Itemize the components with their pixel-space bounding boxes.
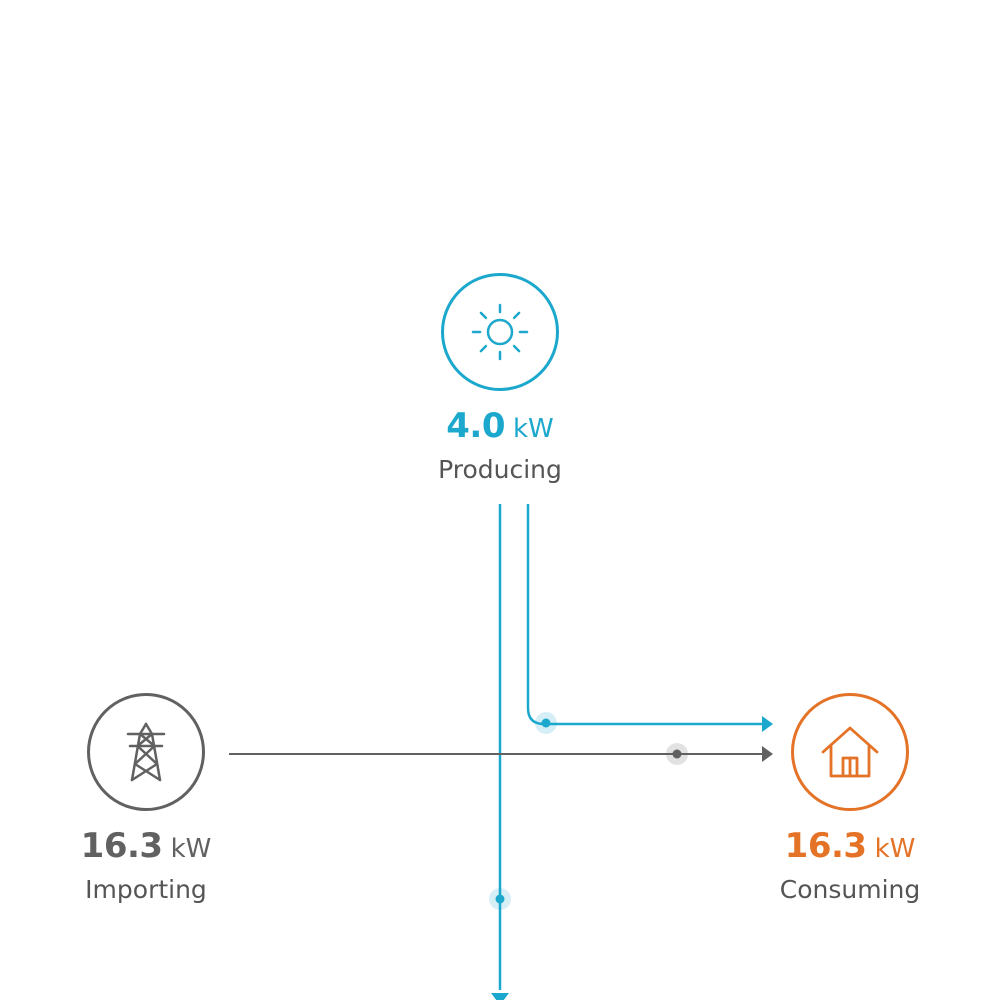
solar-down-flow-arrowhead	[491, 993, 509, 1000]
solar-power-unit: kW	[512, 414, 554, 444]
home-power-value: 16.3	[784, 826, 867, 866]
grid-power-value: 16.3	[80, 826, 163, 866]
solar-to-home-flow-dot	[535, 712, 557, 734]
solar-power-value: 4.0	[446, 406, 505, 446]
grid-to-home-arrowhead	[762, 746, 773, 762]
grid-node[interactable]	[87, 693, 205, 811]
home-status-label: Consuming	[779, 875, 921, 904]
solar-status-label: Producing	[438, 455, 562, 484]
solar-to-home-flow-line	[526, 504, 762, 726]
solar-node[interactable]	[441, 273, 559, 391]
solar-down-flow-dot	[489, 888, 511, 910]
grid-status-label: Importing	[85, 875, 207, 904]
home-node[interactable]	[791, 693, 909, 811]
home-power-unit: kW	[874, 834, 916, 864]
grid-to-home-flow-dot	[666, 743, 688, 765]
grid-power-unit: kW	[170, 834, 212, 864]
house-icon	[821, 726, 879, 778]
solar-to-home-arrowhead	[762, 716, 773, 732]
power-tower-icon	[126, 722, 166, 782]
sun-icon	[471, 303, 529, 361]
